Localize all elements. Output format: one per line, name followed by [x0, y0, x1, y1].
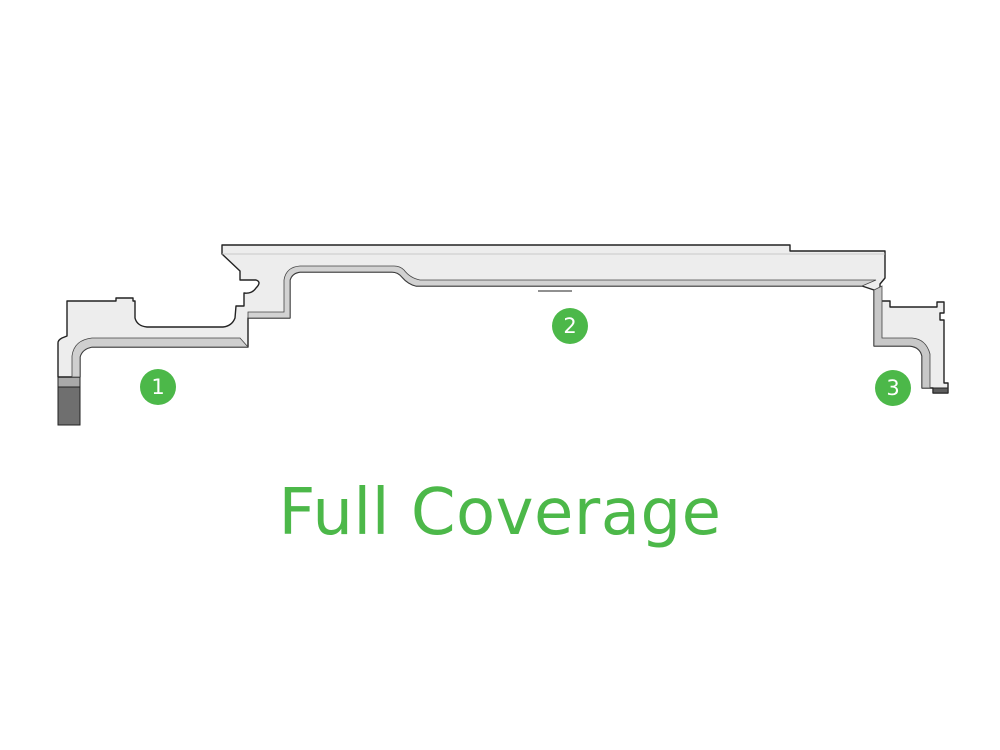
- bracket-body: [57, 244, 949, 394]
- right-foot-shadow: [932, 387, 949, 394]
- callout-badge-2: 2: [552, 308, 588, 344]
- headline: Full Coverage: [278, 476, 722, 550]
- bevel-right: [873, 285, 931, 389]
- callout-badge-1: 1: [140, 369, 176, 405]
- bevel-left: [71, 337, 249, 378]
- left-leg-shadow-top: [57, 376, 81, 388]
- callout-badge-3: 3: [875, 370, 911, 406]
- left-leg-shadow: [57, 386, 81, 426]
- bevel-middle: [247, 265, 877, 319]
